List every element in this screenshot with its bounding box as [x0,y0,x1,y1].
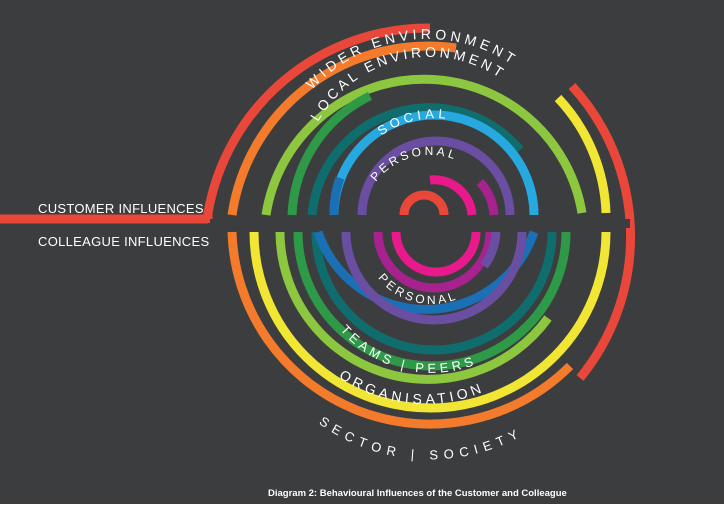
social-label: SOCIAL [375,106,451,138]
diagram-caption: Diagram 2: Behavioural Influences of the… [268,488,567,499]
magenta-arc-bottom [373,231,495,293]
purple-arc-top [357,136,515,216]
light-blue-arc-top [329,110,539,216]
colleague-influences-label: COLLEAGUE INFLUENCES [38,234,210,249]
teal-arc-top [307,103,524,216]
pink-arc-top [429,175,477,216]
outer-red-arc-top [203,23,431,223]
teal-arc-bottom [311,231,557,355]
light-blue-arc-left [329,176,345,216]
center-divider-band [210,219,630,228]
yellow-arc-bottom [249,231,611,413]
influences-diagram: WIDER ENVIRONMENT LOCAL ENVIRONMENT SOCI… [0,23,635,463]
customer-influences-label: CUSTOMER INFLUENCES [38,201,204,216]
outer-red-arc-right [568,82,635,381]
orange-arc-top [227,41,457,216]
center-red-arc [399,190,449,216]
green-arc-top [287,91,372,216]
magenta-arc-right [476,178,499,216]
purple-small-arc-right [480,231,501,269]
light-green-arc-top [261,74,587,216]
purple-arc-bottom [341,231,527,325]
green-arc-bottom [293,231,571,371]
diagram-canvas: WIDER ENVIRONMENT LOCAL ENVIRONMENT SOCI… [0,0,724,504]
pink-arc-bottom [391,231,481,277]
light-green-arc-bottom [275,231,552,384]
yellow-arc-right [554,94,611,214]
orange-arc-bottom [227,231,574,429]
